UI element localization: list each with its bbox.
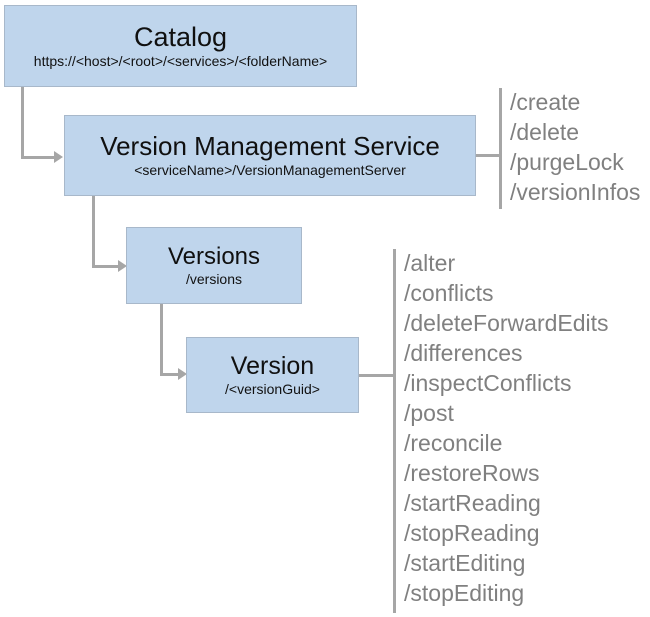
operation-list-version: /alter/conflicts/deleteForwardEdits/diff…: [404, 248, 609, 608]
connector-vms-to-operations-stem: [476, 154, 501, 157]
operation-list-version-item[interactable]: /reconcile: [404, 430, 503, 456]
node-versions[interactable]: Versions /versions: [126, 227, 302, 304]
node-version-title: Version: [230, 352, 315, 381]
node-version[interactable]: Version /<versionGuid>: [186, 337, 359, 413]
operation-list-version-item[interactable]: /startEditing: [404, 550, 526, 576]
connector-version-to-operations-stem: [359, 374, 395, 377]
operation-list-version-item[interactable]: /alter: [404, 250, 456, 276]
connector-vms-to-versions-horizontal: [92, 265, 119, 268]
node-version-management-service[interactable]: Version Management Service <serviceName>…: [64, 115, 476, 196]
operation-list-version-item[interactable]: /stopEditing: [404, 580, 525, 606]
node-version-management-service-title: Version Management Service: [100, 131, 440, 161]
operation-list-version-item[interactable]: /differences: [404, 340, 523, 366]
node-catalog-url: https://<host>/<root>/<services>/<folder…: [33, 53, 328, 70]
connector-vms-to-versions-vertical: [92, 196, 95, 268]
operation-list-version-management-service-item[interactable]: /versionInfos: [510, 179, 641, 205]
operation-list-version-item[interactable]: /restoreRows: [404, 460, 540, 486]
node-catalog[interactable]: Catalog https://<host>/<root>/<services>…: [4, 5, 357, 87]
node-versions-title: Versions: [167, 243, 261, 271]
arrowhead-icon-versions-to-version: [178, 368, 187, 380]
operation-list-version-management-service-item[interactable]: /purgeLock: [510, 149, 624, 175]
operation-list-version-item[interactable]: /deleteForwardEdits: [404, 310, 609, 336]
connector-catalog-to-vms-horizontal: [21, 156, 55, 159]
bracket-vms-operations: [499, 88, 502, 209]
connector-versions-to-version-horizontal: [160, 373, 179, 376]
node-version-management-service-path: <serviceName>/VersionManagementServer: [134, 162, 406, 179]
node-versions-path: /versions: [185, 271, 243, 288]
operation-list-version-item[interactable]: /inspectConflicts: [404, 370, 572, 396]
operation-list-version-item[interactable]: /startReading: [404, 490, 541, 516]
bracket-version-operations: [393, 249, 396, 613]
operation-list-version-management-service-item[interactable]: /delete: [510, 119, 580, 145]
connector-versions-to-version-vertical: [160, 304, 163, 376]
node-catalog-title: Catalog: [133, 21, 228, 52]
operation-list-version-item[interactable]: /post: [404, 400, 454, 426]
operation-list-version-item[interactable]: /conflicts: [404, 280, 494, 306]
arrowhead-icon-vms-to-versions: [118, 260, 127, 272]
operation-list-version-management-service: /create/delete/purgeLock/versionInfos: [510, 87, 640, 207]
node-version-path: /<versionGuid>: [225, 381, 320, 398]
operation-list-version-management-service-item[interactable]: /create: [510, 89, 581, 115]
arrowhead-icon-catalog-to-vms: [54, 151, 63, 163]
operation-list-version-item[interactable]: /stopReading: [404, 520, 540, 546]
connector-catalog-to-vms-vertical: [21, 86, 24, 159]
